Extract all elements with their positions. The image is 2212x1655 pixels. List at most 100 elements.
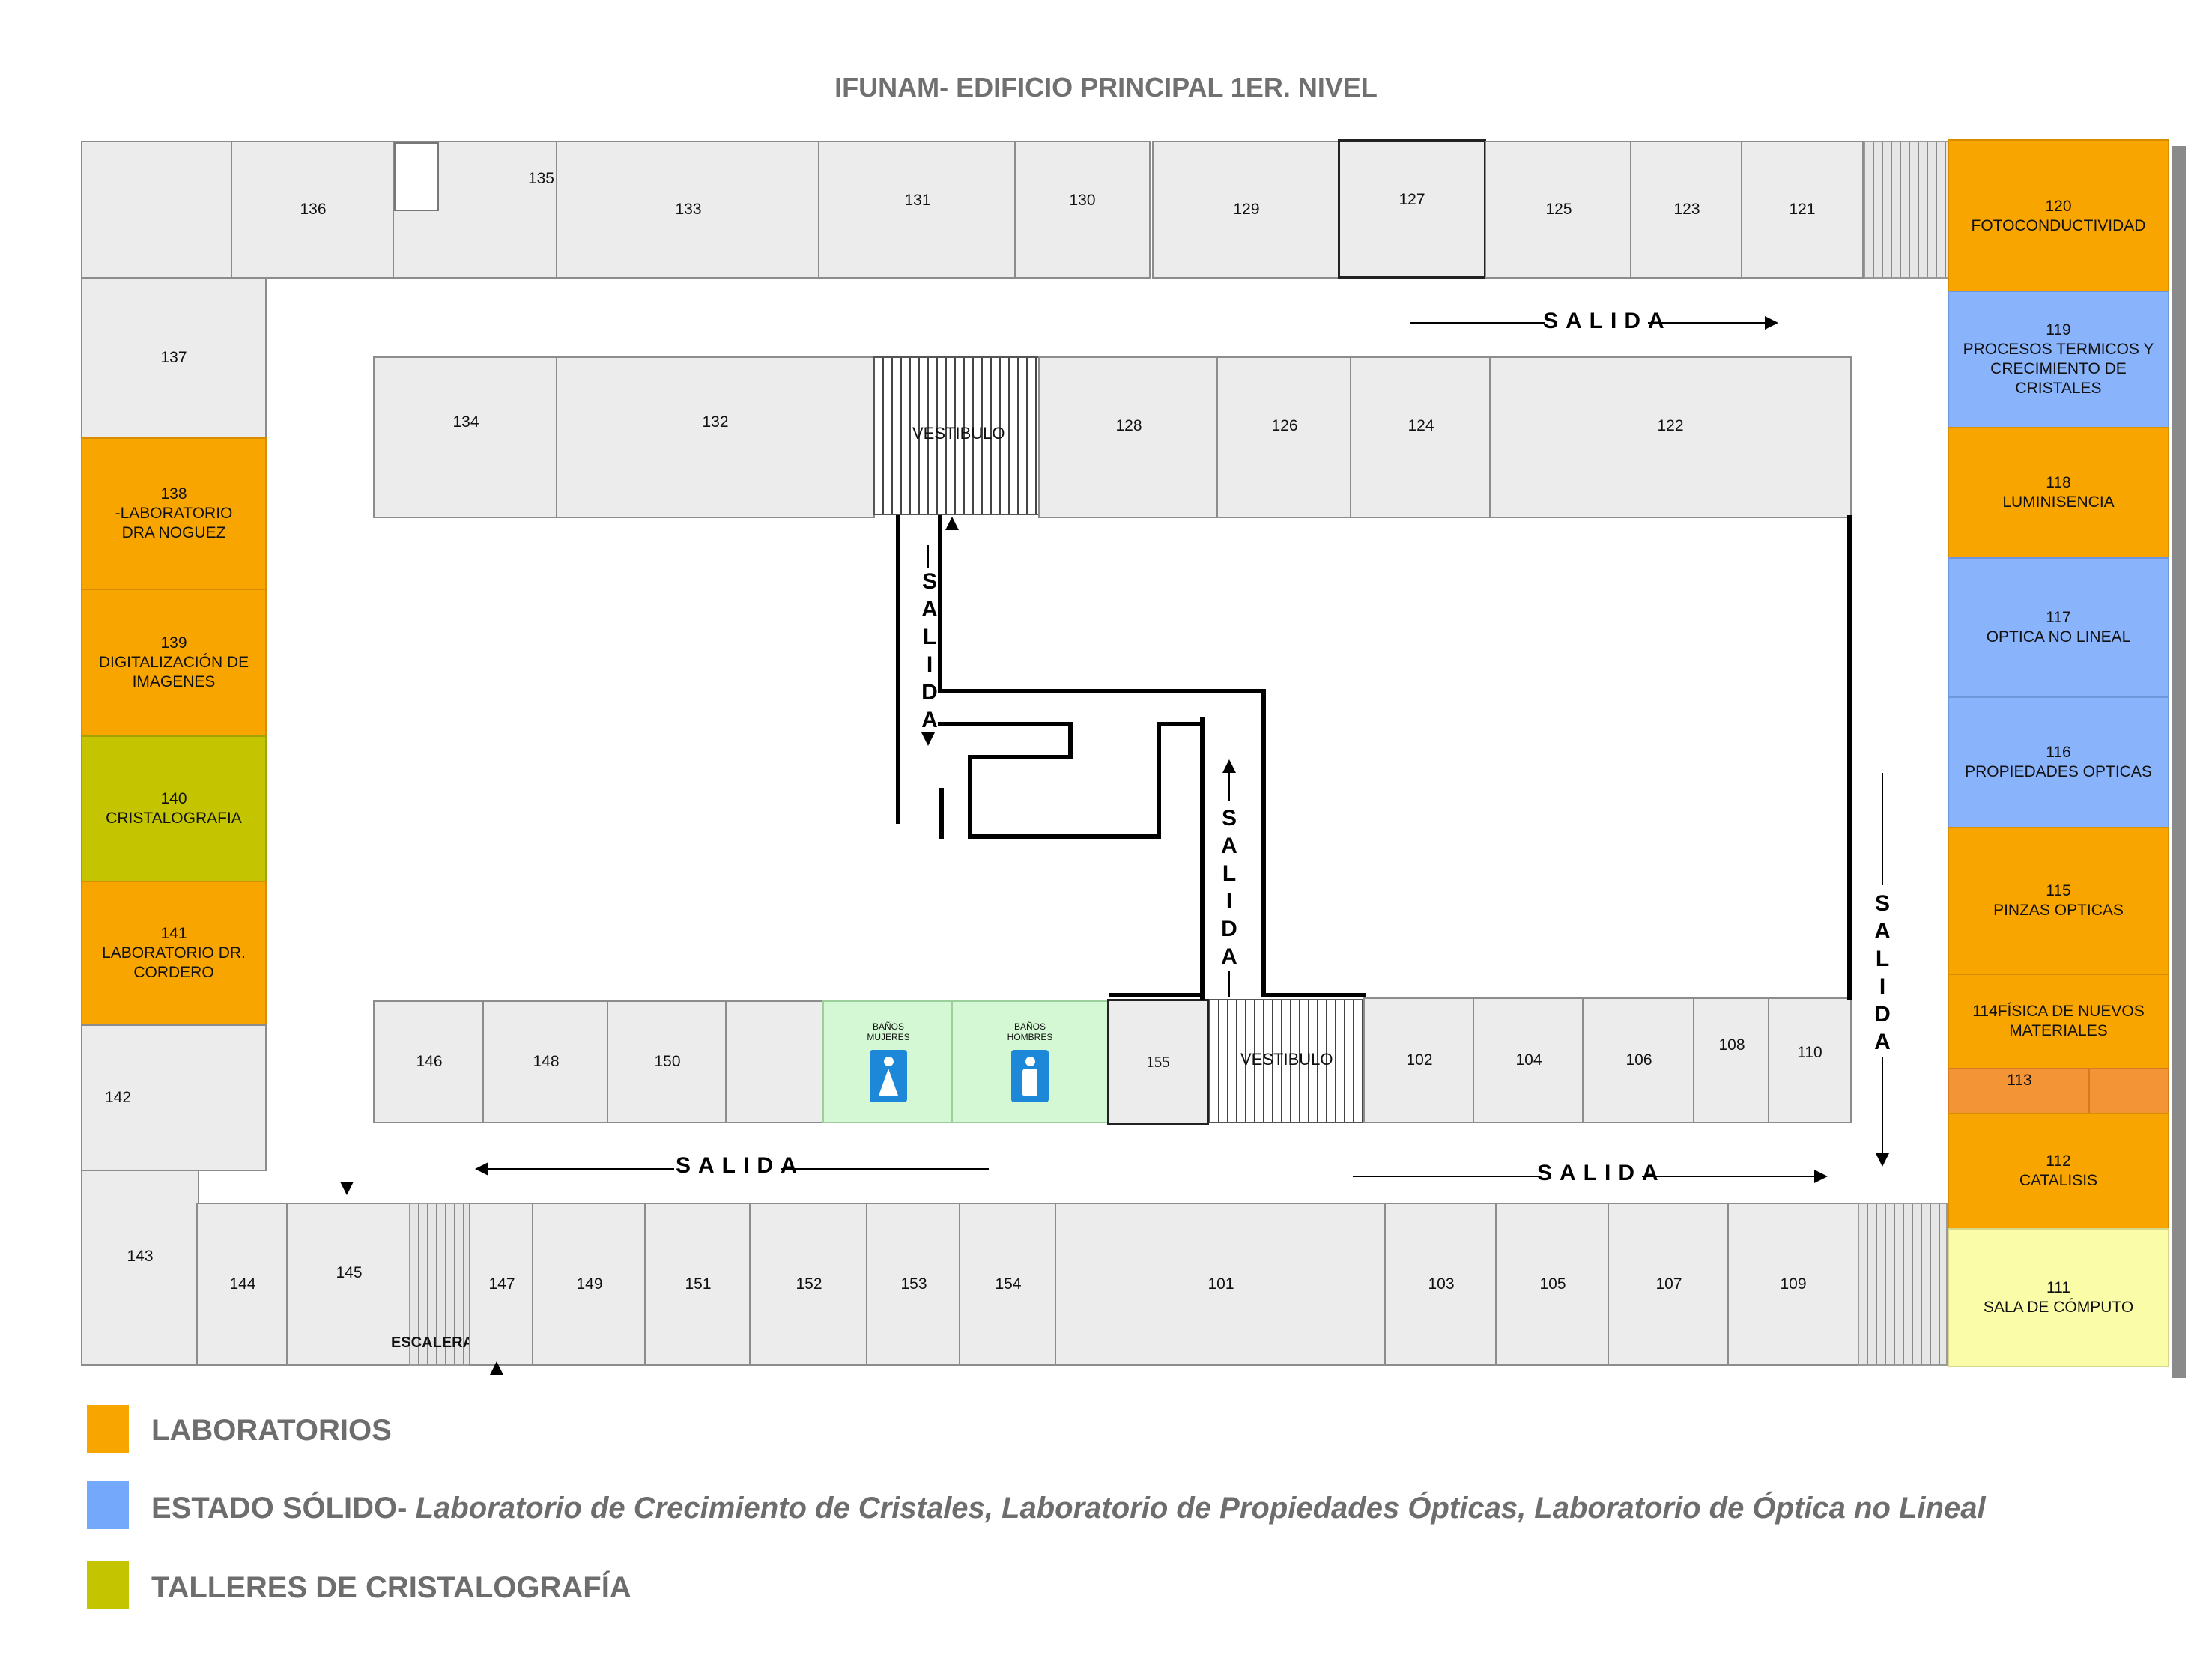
exit-arrow-top-line — [1410, 322, 1545, 324]
exit-arrow-right-down — [1876, 1153, 1889, 1167]
room-121[interactable]: 121 — [1741, 141, 1864, 279]
room-148[interactable]: 148 — [482, 1000, 610, 1123]
woman-restroom-icon — [870, 1050, 907, 1103]
building-shadow — [2172, 146, 2186, 1378]
legend-detail-solid: Laboratorio de Crecimiento de Cristales,… — [407, 1492, 1986, 1525]
exit-arrow-bottomleft-line2 — [781, 1168, 989, 1170]
wall-maze-14 — [939, 788, 944, 839]
legend-label-solid: ESTADO SÓLIDO- Laboratorio de Crecimient… — [151, 1492, 1986, 1525]
room-127[interactable]: 127 — [1338, 139, 1486, 279]
room-128[interactable]: 128 — [1038, 356, 1219, 518]
room-110[interactable]: 110 — [1768, 997, 1852, 1123]
room-138[interactable]: 138-LABORATORIO DRA NOGUEZ — [81, 437, 267, 590]
room-147[interactable]: 147 — [469, 1203, 535, 1366]
room-133[interactable]: 133 — [556, 141, 821, 279]
wall-maze-8 — [968, 755, 1073, 759]
wall-maze-4 — [1261, 689, 1266, 997]
room-131[interactable]: 131 — [818, 141, 1017, 279]
room-122[interactable]: 122 — [1489, 356, 1852, 518]
legend-swatch-crys — [87, 1561, 129, 1609]
wall-maze-13 — [1200, 717, 1205, 1000]
wall-bottom-vest — [1109, 993, 1205, 997]
room-142[interactable]: 142 — [81, 1024, 267, 1171]
legend-swatch-labs — [87, 1405, 129, 1453]
room-146[interactable]: 146 — [373, 1000, 485, 1123]
room-101[interactable]: 101 — [1055, 1203, 1387, 1366]
exit-arrow-top-head — [1765, 316, 1778, 330]
room-103[interactable]: 103 — [1384, 1203, 1498, 1366]
room-130[interactable]: 130 — [1014, 141, 1151, 279]
exit-vline-center2b — [1228, 971, 1230, 997]
room-137[interactable]: 137 — [81, 277, 267, 439]
room-left-corner[interactable] — [81, 141, 234, 279]
room-109[interactable]: 109 — [1727, 1203, 1859, 1366]
bathroom-men[interactable]: BAÑOS HOMBRES — [951, 1000, 1109, 1123]
room-132[interactable]: 132 — [556, 356, 875, 518]
wall-maze-10 — [968, 834, 1161, 839]
room-152[interactable]: 152 — [749, 1203, 869, 1366]
room-113b[interactable] — [2088, 1068, 2169, 1114]
room-105[interactable]: 105 — [1495, 1203, 1610, 1366]
bathroom-women[interactable]: BAÑOS MUJERES — [822, 1000, 954, 1123]
room-104[interactable]: 104 — [1473, 997, 1585, 1123]
room-107[interactable]: 107 — [1608, 1203, 1730, 1366]
exit-vertical-center2: S A L I D A — [1221, 806, 1237, 969]
exit-vline-center2 — [1228, 771, 1230, 801]
room-149[interactable]: 149 — [532, 1203, 647, 1366]
room-125[interactable]: 125 — [1485, 141, 1633, 279]
exit-label-bottomleft: SALIDA — [676, 1153, 804, 1178]
legend-label-crys: TALLERES DE CRISTALOGRAFÍA — [151, 1571, 631, 1604]
room-129[interactable]: 129 — [1152, 141, 1341, 279]
exit-label-bottomright: SALIDA — [1537, 1161, 1666, 1185]
room-153[interactable]: 153 — [866, 1203, 962, 1366]
stairs-top-right[interactable] — [1864, 141, 1949, 279]
room-113[interactable]: 113 — [1948, 1068, 2091, 1114]
exit-arrow-bottomright-line — [1353, 1176, 1540, 1177]
room-151[interactable]: 151 — [644, 1203, 752, 1366]
room-154[interactable]: 154 — [959, 1203, 1058, 1366]
room-108[interactable]: 108 — [1693, 997, 1771, 1123]
room-144[interactable]: 144 — [196, 1203, 289, 1366]
wall-right-courtyard — [1847, 515, 1852, 1000]
room-blank-inner[interactable] — [725, 1000, 825, 1123]
exit-vline-center — [927, 545, 929, 568]
room-145[interactable]: 145 — [286, 1203, 412, 1366]
room-150[interactable]: 150 — [607, 1000, 728, 1123]
room-126[interactable]: 126 — [1216, 356, 1353, 518]
room-102[interactable]: 102 — [1363, 997, 1476, 1123]
room-124[interactable]: 124 — [1350, 356, 1492, 518]
room-143[interactable]: 143 — [81, 1170, 199, 1366]
room-155[interactable]: 155 — [1107, 999, 1209, 1125]
exit-arrow-bottomleft-head — [475, 1162, 488, 1176]
exit-vertical-center: S A L I D A — [921, 569, 938, 732]
room-123[interactable]: 123 — [1630, 141, 1744, 279]
exit-arrow-stairs-down — [340, 1182, 354, 1195]
room-134[interactable]: 134 — [373, 356, 559, 518]
stairs-bottom-right[interactable] — [1858, 1203, 1948, 1366]
room-106[interactable]: 106 — [1582, 997, 1696, 1123]
stairs-vestibulo-bottom[interactable] — [1209, 999, 1365, 1123]
wall-maze-11 — [1157, 722, 1161, 839]
stairs-bottom-left[interactable] — [409, 1203, 470, 1366]
wall-maze-3 — [938, 689, 1266, 693]
vestibulo-bottom-label: VESTIBULO — [1240, 1050, 1333, 1069]
wall-maze-2 — [938, 515, 942, 693]
wall-maze-7 — [1068, 722, 1073, 759]
stairs-label: ESCALERAS — [391, 1334, 484, 1351]
room-136[interactable]: 136 — [231, 141, 396, 279]
man-restroom-icon — [1011, 1050, 1049, 1103]
exit-arrow-bottomright-head — [1814, 1170, 1828, 1183]
exit-arrow-top-line2 — [1648, 322, 1768, 324]
room-114[interactable]: 114FÍSICA DE NUEVOS MATERIALES — [1948, 974, 2169, 1069]
